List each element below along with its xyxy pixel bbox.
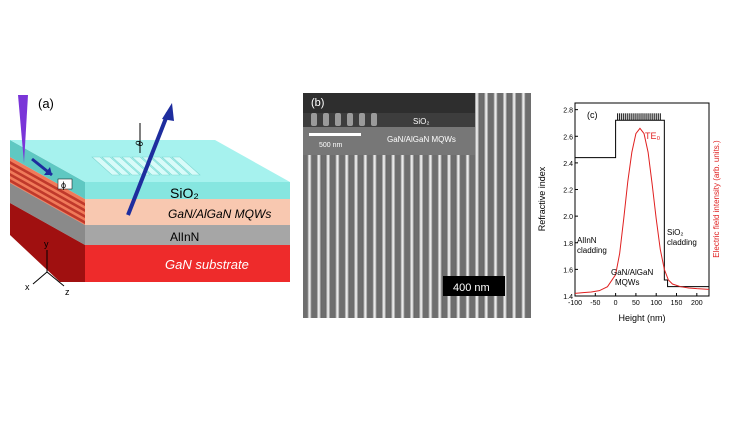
label-alinn: AlInN <box>170 230 199 244</box>
sem-ridge <box>502 93 508 318</box>
x-tick-label: 0 <box>614 300 618 307</box>
sio2-cladding-label: SiO₂ <box>667 228 683 237</box>
label-sio2: SiO₂ <box>170 185 199 201</box>
sem-image-svg: (b) SiO₂ GaN/AlGaN MQWs 500 nm 400 nm <box>303 93 531 318</box>
sem-ridge <box>493 93 498 318</box>
mqw-face <box>85 199 290 225</box>
alinn-layer-face <box>85 225 290 245</box>
y-tick-label: 1.8 <box>563 241 573 248</box>
grating-marks <box>617 113 661 121</box>
sem-ridge <box>446 93 452 318</box>
y-tick-label: 2.4 <box>563 161 573 168</box>
axis-y-label: y <box>44 239 49 249</box>
inset-mqw-label: GaN/AlGaN MQWs <box>387 135 456 144</box>
y-tick-label: 1.4 <box>563 294 573 301</box>
panel-b-sem-image: (b) SiO₂ GaN/AlGaN MQWs 500 nm 400 nm <box>303 93 531 318</box>
y-tick-label: 2.6 <box>563 134 573 141</box>
sem-ridge <box>307 93 312 318</box>
sem-ridge <box>334 93 340 318</box>
panel-c-label: (c) <box>587 110 598 120</box>
substrate-face <box>85 245 290 282</box>
y-tick-label: 2.2 <box>563 188 573 195</box>
y-tick-label: 2.0 <box>563 214 573 221</box>
mqw-label-2: MQWs <box>615 278 639 287</box>
sio2-cladding-label-2: cladding <box>667 238 697 247</box>
inset-scalebar-label: 500 nm <box>319 142 343 149</box>
y2-axis-label: Electric field intensity (arb. units.) <box>712 140 721 258</box>
sem-grating-lines <box>307 93 526 318</box>
substrate-side <box>10 203 85 282</box>
te0-label: TE₀ <box>645 131 661 141</box>
diffracted-beam-arrowhead <box>162 103 174 121</box>
x-axis-label: Height (nm) <box>618 313 665 323</box>
sem-ridge <box>316 93 322 318</box>
panel-a-device-schematic: (a) θ ϕ SiO₂ GaN/AlGaN <box>0 85 290 315</box>
sem-ridge <box>520 93 526 318</box>
scalebar-box <box>443 276 505 296</box>
sem-ridge <box>400 93 405 318</box>
sem-ridge <box>325 93 331 318</box>
inset-sio2-label: SiO₂ <box>413 117 429 126</box>
alinn-cladding-label: AlInN <box>577 236 597 245</box>
sem-ridge <box>427 93 433 318</box>
mqw-stripes <box>10 161 85 224</box>
sem-ridge <box>483 93 489 318</box>
sem-ridge <box>344 93 350 318</box>
x-tick-label: 100 <box>650 300 662 307</box>
x-tick-label: -100 <box>568 300 582 307</box>
x-tick-label: -50 <box>590 300 600 307</box>
grating-ridges <box>91 156 201 176</box>
chart-ticks: -100 -50 0 50 100 150 200 1.4 1.6 1.8 2.0 2.2 2.4 2.6… <box>563 108 702 307</box>
inset-scalebar <box>309 133 361 136</box>
x-tick-label: 200 <box>691 300 703 307</box>
diffracted-beam-arrow <box>126 112 170 216</box>
excitation-cone <box>18 95 28 163</box>
panel-a-label: (a) <box>38 96 54 111</box>
theta-symbol: θ <box>134 139 146 148</box>
phi-symbol: ϕ <box>61 180 66 190</box>
x-tick-label: 150 <box>671 300 683 307</box>
coordinate-axes <box>32 250 65 287</box>
sem-ridge <box>418 93 424 318</box>
sem-ridge <box>455 93 461 318</box>
device-schematic-svg: (a) θ ϕ SiO₂ GaN/AlGaN <box>10 95 290 297</box>
panel-c-chart: -100 -50 0 50 100 150 200 1.4 1.6 1.8 2.0 2.2 2.4 2.6… <box>535 93 747 323</box>
sem-ridge <box>409 93 415 318</box>
sem-inset-mqw <box>303 127 475 155</box>
sem-ridge <box>390 93 396 318</box>
panel-b-label: (b) <box>311 97 324 109</box>
sem-ridge <box>465 93 471 318</box>
sem-ridge <box>362 93 368 318</box>
sem-ridge <box>437 93 443 318</box>
edge-emission-arrowhead <box>44 167 52 175</box>
refractive-index-line <box>575 119 709 288</box>
plot-frame <box>574 102 710 297</box>
scalebar-label: 400 nm <box>453 282 490 294</box>
sem-inset-top <box>303 93 475 113</box>
sem-ridge <box>353 93 359 318</box>
sem-inset-ridges <box>311 113 377 126</box>
mqw-label: GaN/AlGaN <box>611 268 653 277</box>
phi-box <box>57 178 73 190</box>
y-tick-label: 2.8 <box>563 108 573 115</box>
chart-svg: -100 -50 0 50 100 150 200 1.4 1.6 1.8 2.0 2.2 2.4 2.6… <box>537 102 721 323</box>
y-tick-label: 1.6 <box>563 267 573 274</box>
axis-z-label: z <box>65 287 70 297</box>
x-tick-label: 50 <box>632 300 640 307</box>
axis-x-label: x <box>25 282 30 292</box>
sem-ridge <box>511 93 517 318</box>
label-substrate: GaN substrate <box>165 257 249 272</box>
sem-ridge <box>372 93 378 318</box>
sem-ridge <box>381 93 387 318</box>
y-axis-label: Refractive index <box>537 166 547 231</box>
sem-ridge <box>474 93 480 318</box>
label-mqw: GaN/AlGaN MQWs <box>168 207 271 221</box>
alinn-cladding-label-2: cladding <box>577 246 607 255</box>
sem-inset-ridges-band <box>303 113 475 127</box>
chart-series <box>574 119 710 294</box>
te0-field-curve <box>574 127 710 294</box>
